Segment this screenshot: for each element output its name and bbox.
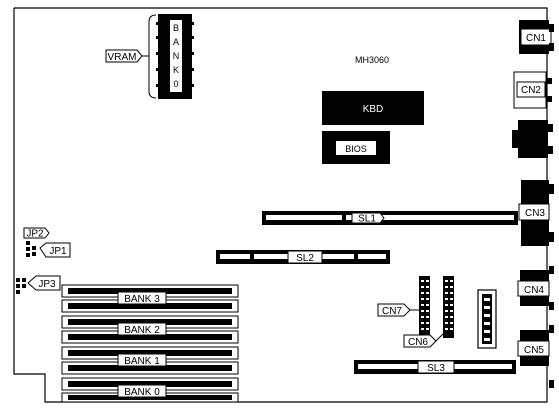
jumper-jp2: JP2 — [23, 227, 50, 257]
memory-bank-label: BANK 3 — [124, 294, 160, 305]
vram-bracket — [148, 14, 157, 99]
vram-bank-letter: 0 — [173, 79, 178, 89]
simm-socket-row — [61, 330, 239, 344]
vram-label: VRAM — [108, 52, 137, 63]
bios-chip: BIOS — [322, 131, 390, 164]
vram-callout — [105, 49, 143, 63]
board-outline — [13, 7, 548, 403]
slot-sl3: SL3 — [354, 360, 516, 374]
slot-sl2-label: SL2 — [296, 253, 314, 264]
header-cn6: CN6 — [403, 276, 454, 348]
jumper-jp1: JP1 — [32, 242, 71, 258]
jumper-jp1-label: JP1 — [49, 246, 67, 257]
memory-bank-area: BANK 3 BANK 2 BANK 1 BANK 0 — [61, 284, 239, 403]
vram-module: B A N K 0 VRAM — [105, 14, 194, 99]
bios-label: BIOS — [345, 144, 367, 154]
slot-sl3-label: SL3 — [427, 363, 445, 374]
power-connector — [477, 289, 497, 349]
slot-sl1-right: SL1 — [342, 211, 518, 225]
connector-cn3-label: CN3 — [525, 208, 545, 219]
memory-bank-label: BANK 2 — [124, 325, 160, 336]
slot-sl2: SL2 — [216, 250, 390, 264]
connector-cn3: CN3 — [518, 180, 554, 246]
connector-cn1-label: CN1 — [526, 33, 546, 44]
connector-cn2-label: CN2 — [521, 85, 541, 96]
slot-sl1-label: SL1 — [358, 214, 376, 225]
header-cn6-label: CN6 — [408, 337, 428, 348]
connector-cn1: CN1 — [519, 20, 554, 54]
kbd-label: KBD — [363, 104, 384, 115]
board-model-label: MH3060 — [355, 55, 389, 65]
connector-cn5-label: CN5 — [524, 345, 544, 356]
connector-unlabeled — [512, 120, 553, 158]
connector-cn2: CN2 — [513, 71, 552, 109]
jumper-jp3: JP3 — [16, 275, 61, 294]
jumper-jp3-label: JP3 — [38, 279, 56, 290]
connector-cn4-label: CN4 — [524, 285, 544, 296]
vram-bank-letter: K — [173, 65, 179, 75]
header-cn7-label: CN7 — [382, 306, 402, 317]
header-cn7: CN7 — [377, 276, 430, 338]
vram-bank-letters: B A N K 0 — [173, 23, 180, 89]
kbd-chip: KBD — [322, 91, 424, 125]
connector-cn4: CN4 — [517, 266, 554, 310]
vram-bank-letter: N — [173, 51, 180, 61]
vram-bank-letter: B — [173, 23, 179, 33]
connector-cn5: CN5 — [517, 325, 554, 388]
memory-bank-label: BANK 0 — [124, 387, 160, 398]
vram-bank-letter: A — [173, 37, 179, 47]
memory-bank-label: BANK 1 — [124, 356, 160, 367]
jumper-jp2-label: JP2 — [26, 229, 44, 240]
